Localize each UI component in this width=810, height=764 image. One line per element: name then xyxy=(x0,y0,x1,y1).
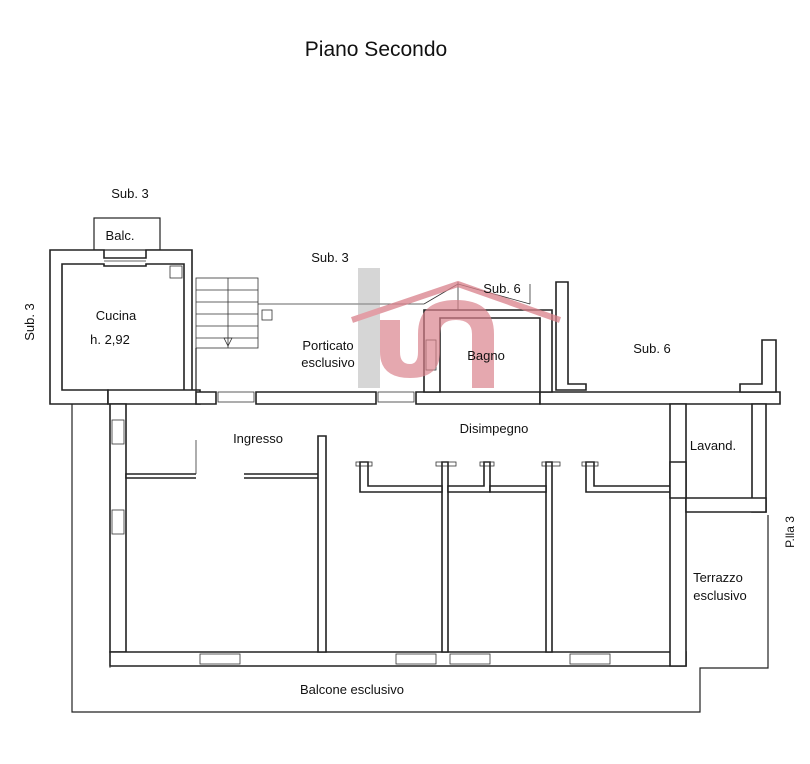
label-lavand: Lavand. xyxy=(690,438,736,453)
label-terrazzo-2: esclusivo xyxy=(693,588,746,603)
label-sub3-mid: Sub. 3 xyxy=(311,250,349,265)
label-porticato-1: Porticato xyxy=(302,338,353,353)
label-plla3: P.lla 3 xyxy=(783,516,797,548)
label-cucina-height: h. 2,92 xyxy=(90,332,130,347)
label-sub6-mid: Sub. 6 xyxy=(483,281,521,296)
balc-box xyxy=(93,217,161,251)
main-walls xyxy=(107,389,781,667)
label-balc: Balc. xyxy=(106,228,135,243)
label-porticato-2: esclusivo xyxy=(301,355,354,370)
label-sub3-top: Sub. 3 xyxy=(111,186,149,201)
label-bagno: Bagno xyxy=(467,348,505,363)
label-sub3-left: Sub. 3 xyxy=(22,303,37,341)
interior-walls xyxy=(125,435,687,653)
label-cucina: Cucina xyxy=(96,308,137,323)
label-disimpegno: Disimpegno xyxy=(460,421,529,436)
sub6-right-walls xyxy=(555,281,777,393)
label-terrazzo-1: Terrazzo xyxy=(693,570,743,585)
agency-logo-watermark xyxy=(351,268,561,388)
cucina-walls xyxy=(49,249,193,405)
label-sub6-right: Sub. 6 xyxy=(633,341,671,356)
label-ingresso: Ingresso xyxy=(233,431,283,446)
label-balcone: Balcone esclusivo xyxy=(300,682,404,697)
page-title: Piano Secondo xyxy=(305,38,447,61)
